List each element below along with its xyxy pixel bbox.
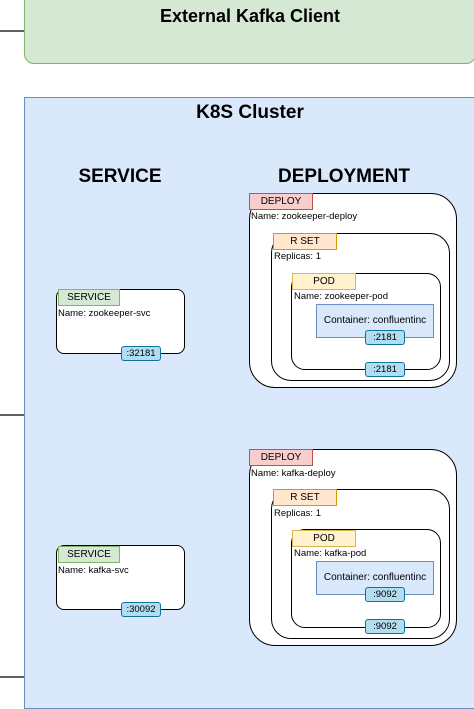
zookeeper-rset-tag: R SET [273, 233, 337, 250]
service-heading: SERVICE [78, 166, 162, 187]
zookeeper-rset-replicas: Replicas: 1 [274, 251, 321, 262]
zookeeper-service-tag: SERVICE [58, 289, 120, 306]
zookeeper-service-port: :32181 [121, 346, 161, 361]
kafka-rset-replicas: Replicas: 1 [274, 508, 321, 519]
zookeeper-service-name: Name: zookeeper-svc [58, 308, 151, 319]
kafka-deploy-tag: DEPLOY [249, 449, 313, 466]
zookeeper-pod-tag: POD [292, 273, 356, 290]
external-client-title: External Kafka Client [159, 6, 341, 26]
zookeeper-deploy-tag: DEPLOY [249, 193, 313, 210]
external-client-box [24, 0, 474, 64]
deployment-heading: DEPLOYMENT [278, 166, 410, 187]
zookeeper-pod-name: Name: zookeeper-pod [294, 291, 388, 302]
kafka-service-name: Name: kafka-svc [58, 565, 129, 576]
kafka-pod-tag: POD [292, 530, 356, 547]
k8s-cluster-title: K8S Cluster [196, 102, 304, 123]
kafka-service-port: :30092 [121, 602, 161, 617]
zookeeper-deploy-port: :2181 [365, 362, 405, 377]
kafka-container-port: :9092 [365, 587, 405, 602]
kafka-pod-name: Name: kafka-pod [294, 548, 367, 559]
kafka-service-tag: SERVICE [58, 546, 120, 563]
kafka-deploy-name: Name: kafka-deploy [251, 468, 336, 479]
kafka-deploy-port: :9092 [365, 619, 405, 634]
zookeeper-container-port: :2181 [365, 330, 405, 345]
kafka-rset-tag: R SET [273, 489, 337, 506]
zookeeper-deploy-name: Name: zookeeper-deploy [251, 211, 358, 222]
